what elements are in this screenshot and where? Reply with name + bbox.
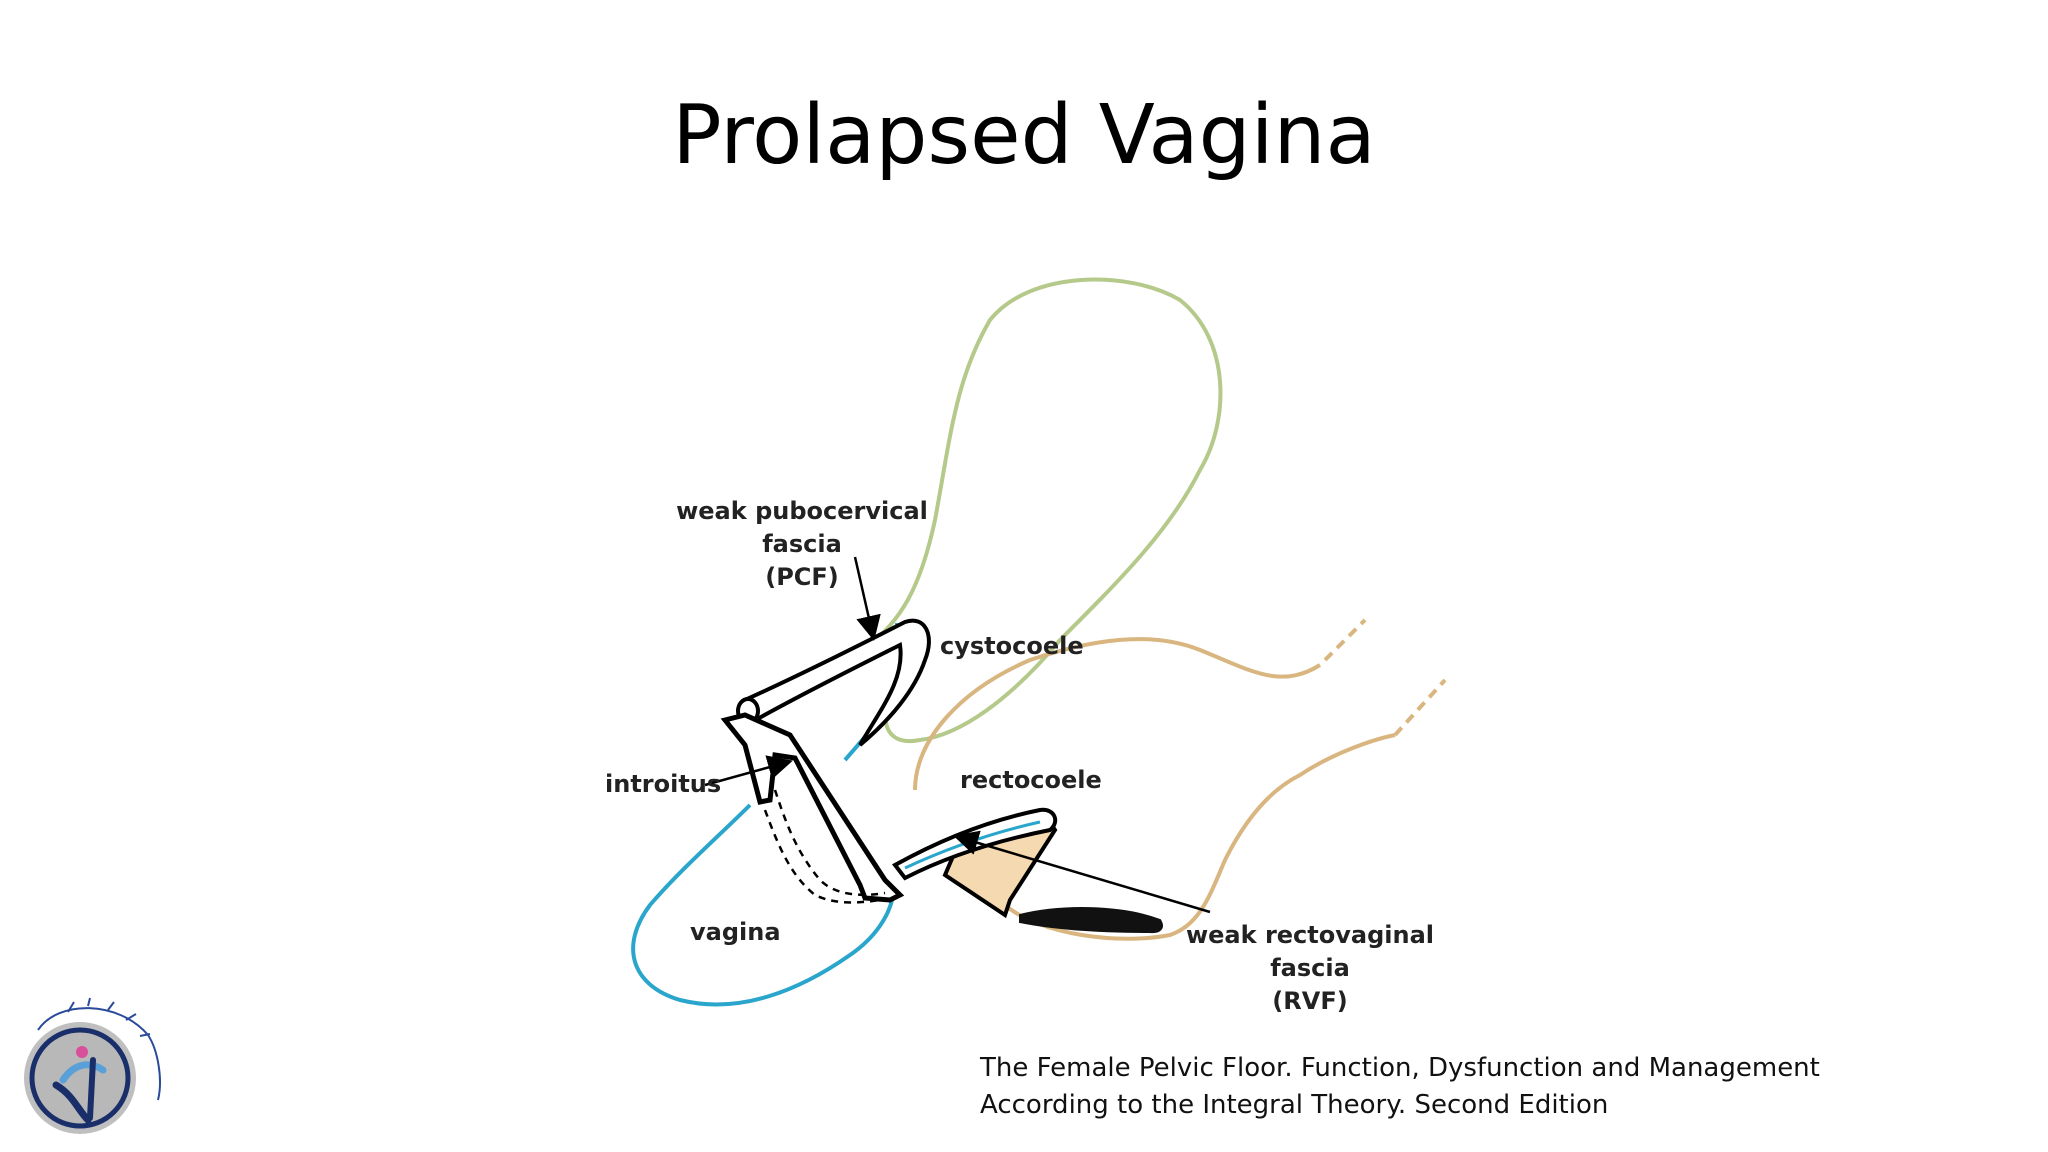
anal-band [1019, 907, 1163, 934]
slide-title: Prolapsed Vagina [672, 88, 1376, 183]
label-cystocoele: cystocoele [940, 632, 1084, 660]
bladder-outline [738, 277, 1223, 744]
introitus-frame [720, 712, 905, 903]
vagina-outline [631, 803, 895, 1007]
rectum-lower [1003, 733, 1396, 941]
prolapse-diagram: weak pubocervical fascia (PCF) cystocoel… [560, 260, 1520, 1020]
label-rvf-3: (RVF) [1272, 987, 1347, 1015]
label-vagina: vagina [690, 918, 781, 946]
rectum-upper-dash [1323, 618, 1367, 662]
rectum-upper [913, 637, 1322, 791]
citation-line-2: According to the Integral Theory. Second… [980, 1090, 1609, 1120]
diagram-svg: weak pubocervical fascia (PCF) cystocoel… [605, 277, 1447, 1015]
rvf-arrow [953, 830, 1211, 914]
hidden-dash [773, 789, 886, 896]
rectum-lower-dash [1393, 678, 1447, 737]
label-rectocoele: rectocoele [960, 766, 1102, 794]
label-introitus: introitus [605, 770, 721, 798]
citation: The Female Pelvic Floor. Function, Dysfu… [980, 1050, 1880, 1124]
introitus-arrow [704, 755, 793, 787]
label-pcf-2: fascia [762, 530, 842, 558]
citation-line-1: The Female Pelvic Floor. Function, Dysfu… [980, 1053, 1820, 1083]
label-rvf-2: fascia [1270, 954, 1350, 982]
label-rvf-1: weak rectovaginal [1186, 921, 1434, 949]
pcf-arrow [853, 556, 881, 641]
label-pcf-1: weak pubocervical [676, 497, 928, 525]
hidden-dash-2 [763, 809, 881, 904]
dr-logo-icon [18, 990, 178, 1140]
label-pcf-3: (PCF) [765, 563, 839, 591]
